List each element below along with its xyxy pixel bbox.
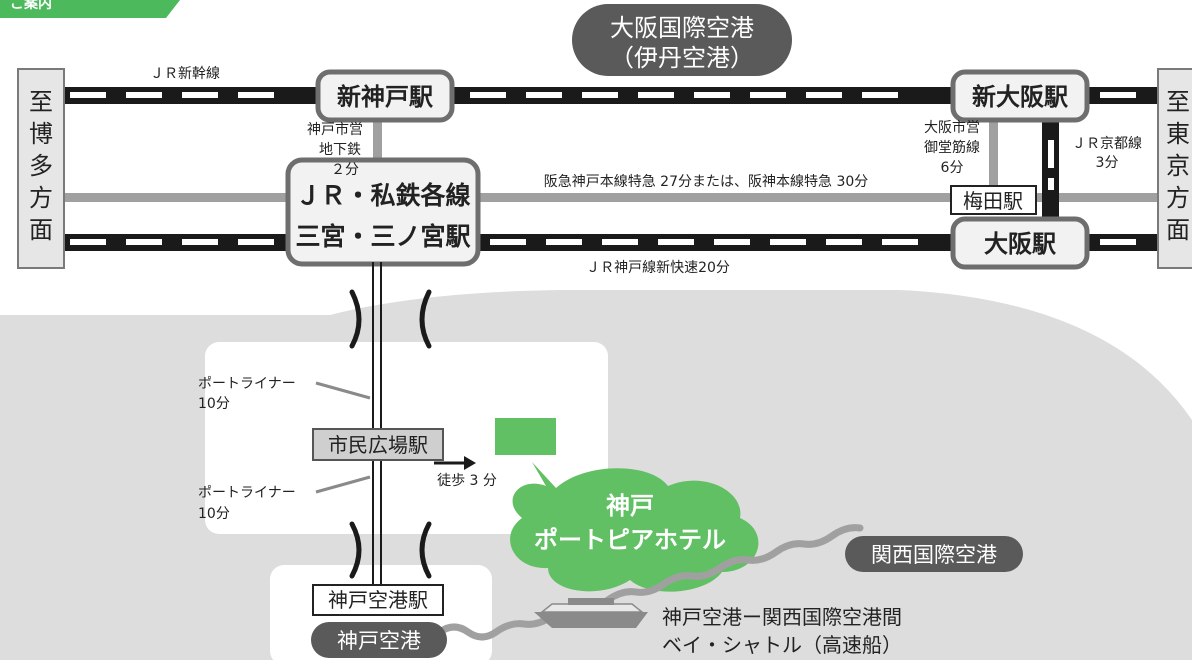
shimin-hiroba-station-box [312,428,444,461]
svg-text:6分: 6分 [941,160,964,176]
sannomiya-station-box [285,157,481,267]
sannomiya-station-label-2: 三宮・三ノ宮駅 [295,222,470,251]
svg-text:ポートライナー: ポートライナー [198,376,296,392]
shimin-hiroba-station-label: 市民広場駅 [328,433,428,457]
svg-text:10分: 10分 [198,396,230,412]
header-tab [0,0,180,18]
jr-kobe-line-dashes [70,239,1136,245]
kansai-airport-badge [845,536,1023,572]
svg-text:方: 方 [1166,184,1190,212]
svg-text:ＪＲ京都線: ＪＲ京都線 [1072,136,1142,152]
itami-airport-name: 大阪国際空港 [610,14,754,42]
umeda-station-box [950,185,1037,215]
hankyu-hanshin-label: 阪急神戸本線特急 27分または、阪神本線特急 30分 [544,174,869,190]
hotel-name-line1: 神戸 [606,492,654,520]
osaka-subway-label: 大阪市営 御堂筋線 6分 [924,119,980,176]
kobe-airport-station-box [312,584,444,616]
shin-osaka-station-label: 新大阪駅 [972,83,1068,111]
svg-text:京: 京 [1166,152,1190,180]
port-liner-label-1: ポートライナー 10分 [198,376,296,412]
svg-text:２分: ２分 [331,162,359,178]
svg-text:面: 面 [29,216,53,244]
hotel-callout-bubble [510,462,759,592]
svg-text:御堂筋線: 御堂筋線 [924,139,980,156]
bridge-marks [349,289,432,579]
port-liner-leader-2 [315,475,371,494]
svg-text:面: 面 [1166,216,1190,244]
port-liner-leader-1 [315,381,371,400]
kansai-airport-label: 関西国際空港 [871,543,997,567]
itami-airport-badge [572,4,792,76]
shin-kobe-station-label: 新神戸駅 [337,83,433,111]
svg-text:ベイ・シャトル（高速船）: ベイ・シャトル（高速船） [662,633,902,657]
kobe-airport-label: 神戸空港 [337,629,421,653]
svg-text:10分: 10分 [198,506,230,522]
svg-text:3分: 3分 [1096,155,1119,171]
bay-shuttle-route [436,524,864,641]
midosuji-line [989,110,998,196]
right-terminus-label: 至 東 京 方 面 [1166,88,1190,244]
osaka-station-label: 大阪駅 [984,230,1056,258]
svg-text:大阪市営: 大阪市営 [924,119,980,136]
hotel-name-line2: ポートピアホテル [534,526,726,554]
shin-osaka-station-box [950,69,1090,123]
kobe-subway-label: 神戸市営 地下鉄 ２分 [307,121,363,178]
itami-airport-subname: （伊丹空港） [610,44,754,72]
svg-text:地下鉄: 地下鉄 [319,142,361,158]
kobe-subway-line [373,110,382,172]
right-terminus-box [1157,68,1192,269]
port-liner-label-2: ポートライナー 10分 [198,485,296,522]
svg-text:東: 東 [1166,120,1190,148]
svg-text:方: 方 [29,184,53,212]
svg-text:至: 至 [1166,88,1190,116]
svg-text:神戸空港ー関西国際空港間: 神戸空港ー関西国際空港間 [662,605,902,629]
ferry-icon [534,598,648,628]
svg-text:多: 多 [29,152,53,180]
hotel-location-marker [495,418,556,455]
svg-text:博: 博 [29,120,53,148]
hankyu-hanshin-line [60,193,1165,202]
jr-kobe-line-label: ＪＲ神戸線新快速20分 [586,260,730,276]
jr-shinkansen-label: ＪＲ新幹線 [150,65,220,82]
sannomiya-station-label-1: ＪＲ・私鉄各線 [295,181,470,210]
left-terminus-box [17,68,65,269]
bay-shuttle-label: 神戸空港ー関西国際空港間 ベイ・シャトル（高速船） [662,605,902,657]
svg-text:神戸市営: 神戸市営 [307,121,363,138]
umeda-station-label: 梅田駅 [963,189,1023,213]
left-terminus-label: 至 博 多 方 面 [29,88,53,244]
walk-arrow-head [464,456,476,470]
svg-text:至: 至 [29,88,53,116]
kobe-airport-station-label: 神戸空港駅 [328,588,428,612]
svg-text:ポートライナー: ポートライナー [198,485,296,501]
header-tab-label: ご案内 [10,0,52,12]
shinkansen-dashes [70,92,1136,98]
kobe-airport-badge [311,622,447,658]
shin-kobe-station-box [315,69,455,123]
jr-kyoto-line-label: ＪＲ京都線 3分 [1072,136,1142,171]
osaka-station-box [950,216,1090,270]
walk-label: 徒歩 3 分 [437,473,497,489]
jr-kyoto-line-dashes [1048,140,1054,190]
